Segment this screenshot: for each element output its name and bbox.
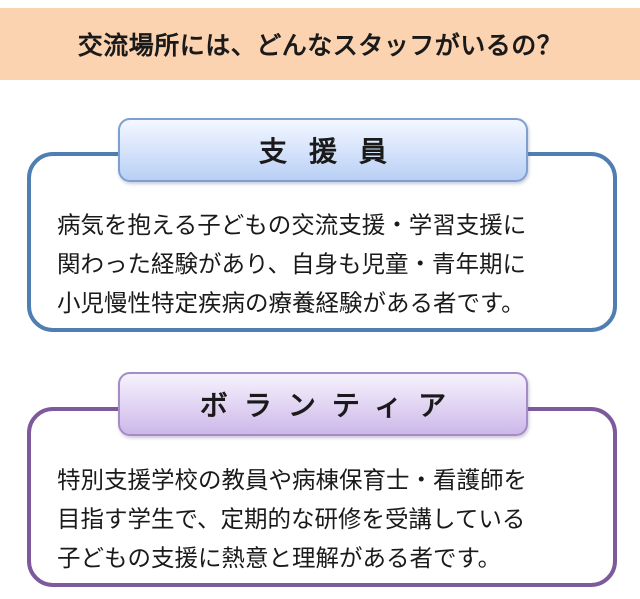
staff-card: 病気を抱える子どもの交流支援・学習支援に 関わった経験があり、自身も児童・青年期… <box>27 152 617 332</box>
staff-description: 病気を抱える子どもの交流支援・学習支援に 関わった経験があり、自身も児童・青年期… <box>57 206 597 323</box>
volunteer-description-line: 子どもの支援に熱意と理解がある者です。 <box>57 544 502 572</box>
volunteer-description: 特別支援学校の教員や病棟保育士・看護師を 目指す学生で、定期的な研修を受講してい… <box>57 461 597 578</box>
volunteer-label: ボランティア <box>118 372 528 436</box>
page-title: 交流場所には、どんなスタッフがいるの？ <box>77 31 563 60</box>
volunteer-description-line: 特別支援学校の教員や病棟保育士・看護師を <box>57 466 527 494</box>
staff-label: 支援員 <box>118 118 528 182</box>
volunteer-description-line: 目指す学生で、定期的な研修を受講している <box>57 505 526 533</box>
staff-description-line: 病気を抱える子どもの交流支援・学習支援に <box>57 211 527 239</box>
staff-description-line: 関わった経験があり、自身も児童・青年期に <box>57 250 527 278</box>
header-banner: 交流場所には、どんなスタッフがいるの？ <box>0 8 640 80</box>
staff-description-line: 小児慢性特定疾病の療養経験がある者です。 <box>57 289 525 317</box>
